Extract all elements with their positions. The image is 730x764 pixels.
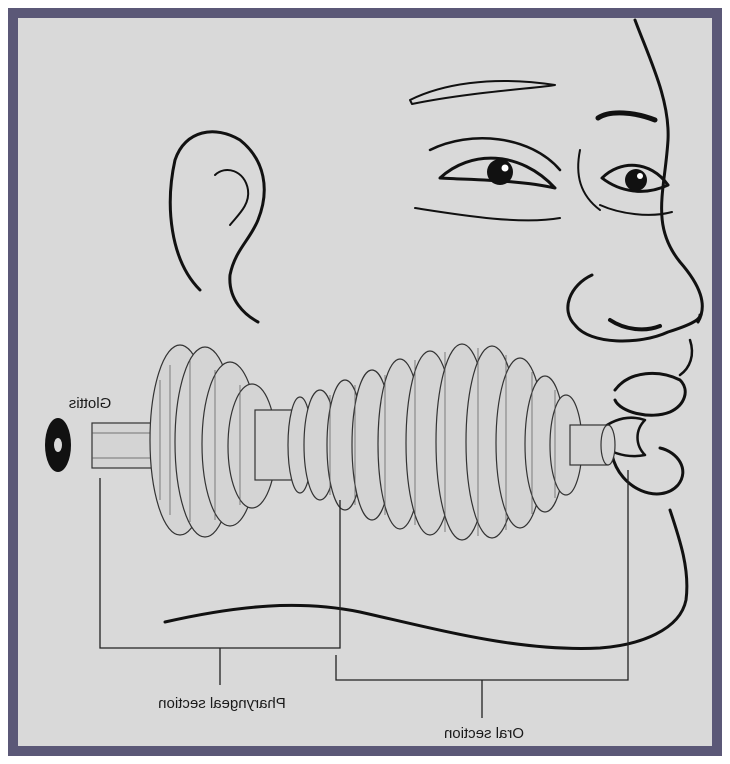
eye-left-lower [415, 208, 560, 220]
cheek-line [578, 150, 600, 210]
nostril [610, 320, 660, 329]
ear [170, 132, 264, 322]
eye-right-pupil [625, 169, 647, 191]
eyebrow-right [598, 113, 655, 120]
face-drawing [165, 20, 702, 648]
pharyngeal-section-label: Pharyngeal section [158, 695, 286, 712]
eyebrow-left [410, 81, 555, 104]
glottis-marker [45, 418, 71, 472]
philtrum [680, 340, 692, 375]
vocal-tract-tube [92, 344, 615, 540]
upper-lip [615, 373, 685, 415]
glottis-label: Glottis [69, 395, 112, 412]
face-profile-upper [635, 20, 702, 322]
pharyngeal-label-group: Pharyngeal section [158, 695, 286, 712]
nose [568, 275, 700, 341]
eye-right-highlight [637, 173, 643, 179]
ear-inner [215, 170, 248, 225]
eye-left-pupil [487, 159, 513, 185]
glottis-label-group: Glottis [69, 395, 112, 412]
eye-left-highlight [502, 165, 509, 172]
oral-label-group: Oral section [444, 725, 524, 742]
oral-section-label: Oral section [444, 725, 524, 742]
